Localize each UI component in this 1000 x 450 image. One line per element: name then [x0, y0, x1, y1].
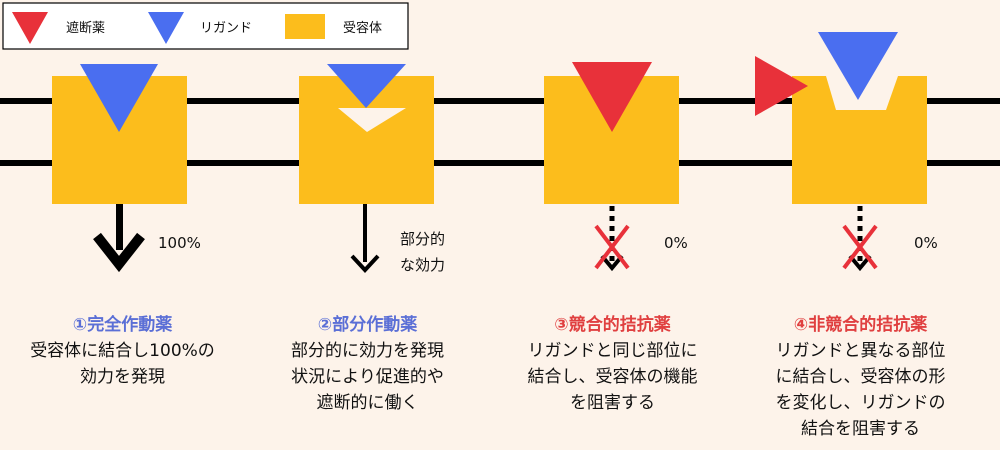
effect-value-line1: 部分的	[400, 230, 445, 248]
effect-arrow-head	[350, 254, 380, 273]
antagonist-legend-icon	[12, 12, 48, 44]
antagonist-icon	[572, 62, 652, 132]
caption-line: 受容体に結合し100%の	[30, 341, 215, 361]
caption-line: 結合を阻害する	[801, 419, 920, 439]
ligand-legend-icon	[148, 12, 184, 44]
binding-site-gap	[338, 108, 406, 132]
effect-arrow-shaft	[116, 204, 123, 250]
blocked-arrow-head	[848, 254, 872, 272]
ligand-icon	[327, 64, 406, 108]
effect-value: 0%	[664, 234, 688, 252]
cross-icon-stroke-2	[594, 224, 630, 270]
caption-line: 状況により促進的や	[291, 367, 444, 387]
effect-value-line2: な効力	[400, 256, 445, 274]
legend: 遮断薬 リガンド 受容体	[2, 2, 409, 50]
caption-line: 遮断的に働く	[316, 393, 419, 413]
panel-competitive-antagonist: 0%	[544, 62, 688, 272]
panel-partial-agonist: 部分的 な効力	[299, 64, 445, 274]
caption-line: 効力を発現	[80, 367, 165, 387]
ligand-icon	[818, 32, 898, 100]
caption-title: ③競合的拮抗薬	[554, 315, 671, 335]
ligand-icon	[80, 64, 158, 132]
receptor-legend-icon	[285, 14, 325, 39]
blocked-arrow-head	[600, 254, 624, 272]
caption-line: リガンドと異なる部位	[775, 341, 946, 361]
legend-receptor-label: 受容体	[343, 20, 382, 36]
legend-ligand-label: リガンド	[200, 21, 252, 36]
caption-noncompetitive-antagonist: ④非競合的拮抗薬 リガンドと異なる部位 に結合し、受容体の形 を変化し、リガンド…	[738, 312, 983, 442]
effect-value: 0%	[914, 234, 938, 252]
panel-full-agonist: 100%	[52, 64, 201, 273]
effect-value: 100%	[158, 234, 201, 252]
antagonist-icon	[755, 56, 808, 116]
caption-competitive-antagonist: ③競合的拮抗薬 リガンドと同じ部位に 結合し、受容体の機能 を阻害する	[490, 312, 735, 416]
caption-line: 結合し、受容体の機能	[527, 367, 698, 387]
membrane-line-top	[0, 98, 1000, 104]
legend-antagonist-label: 遮断薬	[66, 20, 105, 36]
effect-arrow-shaft	[363, 204, 367, 262]
effect-arrow-head	[93, 232, 145, 273]
cross-icon-stroke-2	[842, 224, 878, 270]
membrane-line-bottom	[0, 160, 1000, 166]
caption-title: ④非競合的拮抗薬	[793, 315, 928, 335]
caption-line: を阻害する	[570, 393, 655, 413]
caption-line: 部分的に効力を発現	[291, 341, 444, 361]
panel-noncompetitive-antagonist: 0%	[755, 32, 938, 272]
legend-box	[2, 2, 409, 50]
caption-title: ①完全作動薬	[72, 315, 173, 335]
caption-partial-agonist: ②部分作動薬 部分的に効力を発現 状況により促進的や 遮断的に働く	[245, 312, 490, 416]
caption-title: ②部分作動薬	[317, 315, 418, 335]
caption-full-agonist: ①完全作動薬 受容体に結合し100%の 効力を発現	[0, 312, 245, 390]
caption-line: を変化し、リガンドの	[775, 393, 946, 413]
caption-line: に結合し、受容体の形	[775, 367, 946, 387]
caption-line: リガンドと同じ部位に	[527, 341, 698, 361]
